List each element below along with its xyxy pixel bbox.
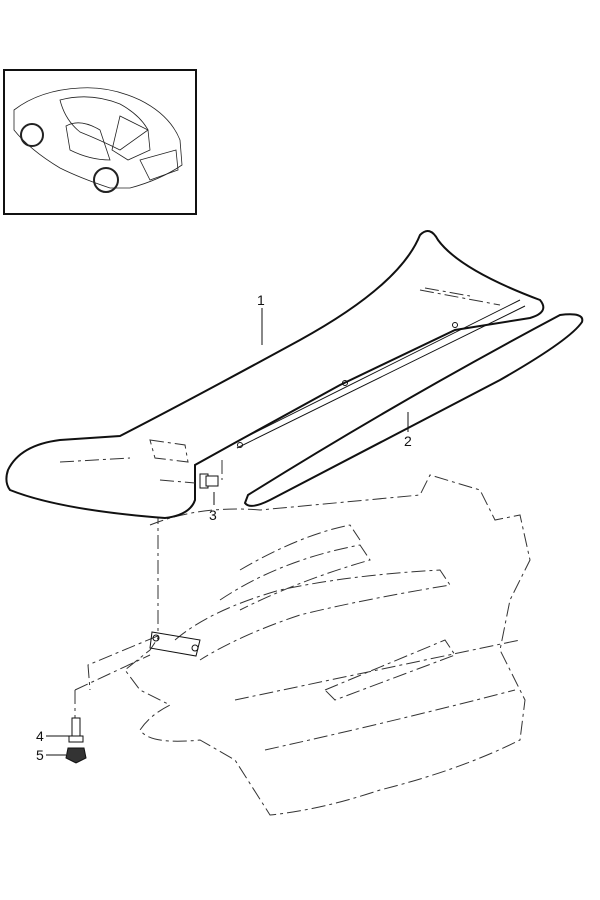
leader-lines — [46, 308, 409, 756]
callout-4: 4 — [36, 728, 44, 744]
nut — [65, 747, 87, 764]
car-overview-icon — [13, 87, 183, 193]
callout-3: 3 — [209, 507, 217, 523]
callout-1: 1 — [257, 292, 265, 308]
screw — [199, 473, 219, 489]
bolt — [68, 717, 84, 743]
car-overview-thumbnail — [3, 69, 197, 215]
callout-5: 5 — [36, 747, 44, 763]
spoiler-blade — [243, 313, 584, 507]
callout-2: 2 — [404, 433, 412, 449]
rear-spoiler — [5, 230, 545, 520]
